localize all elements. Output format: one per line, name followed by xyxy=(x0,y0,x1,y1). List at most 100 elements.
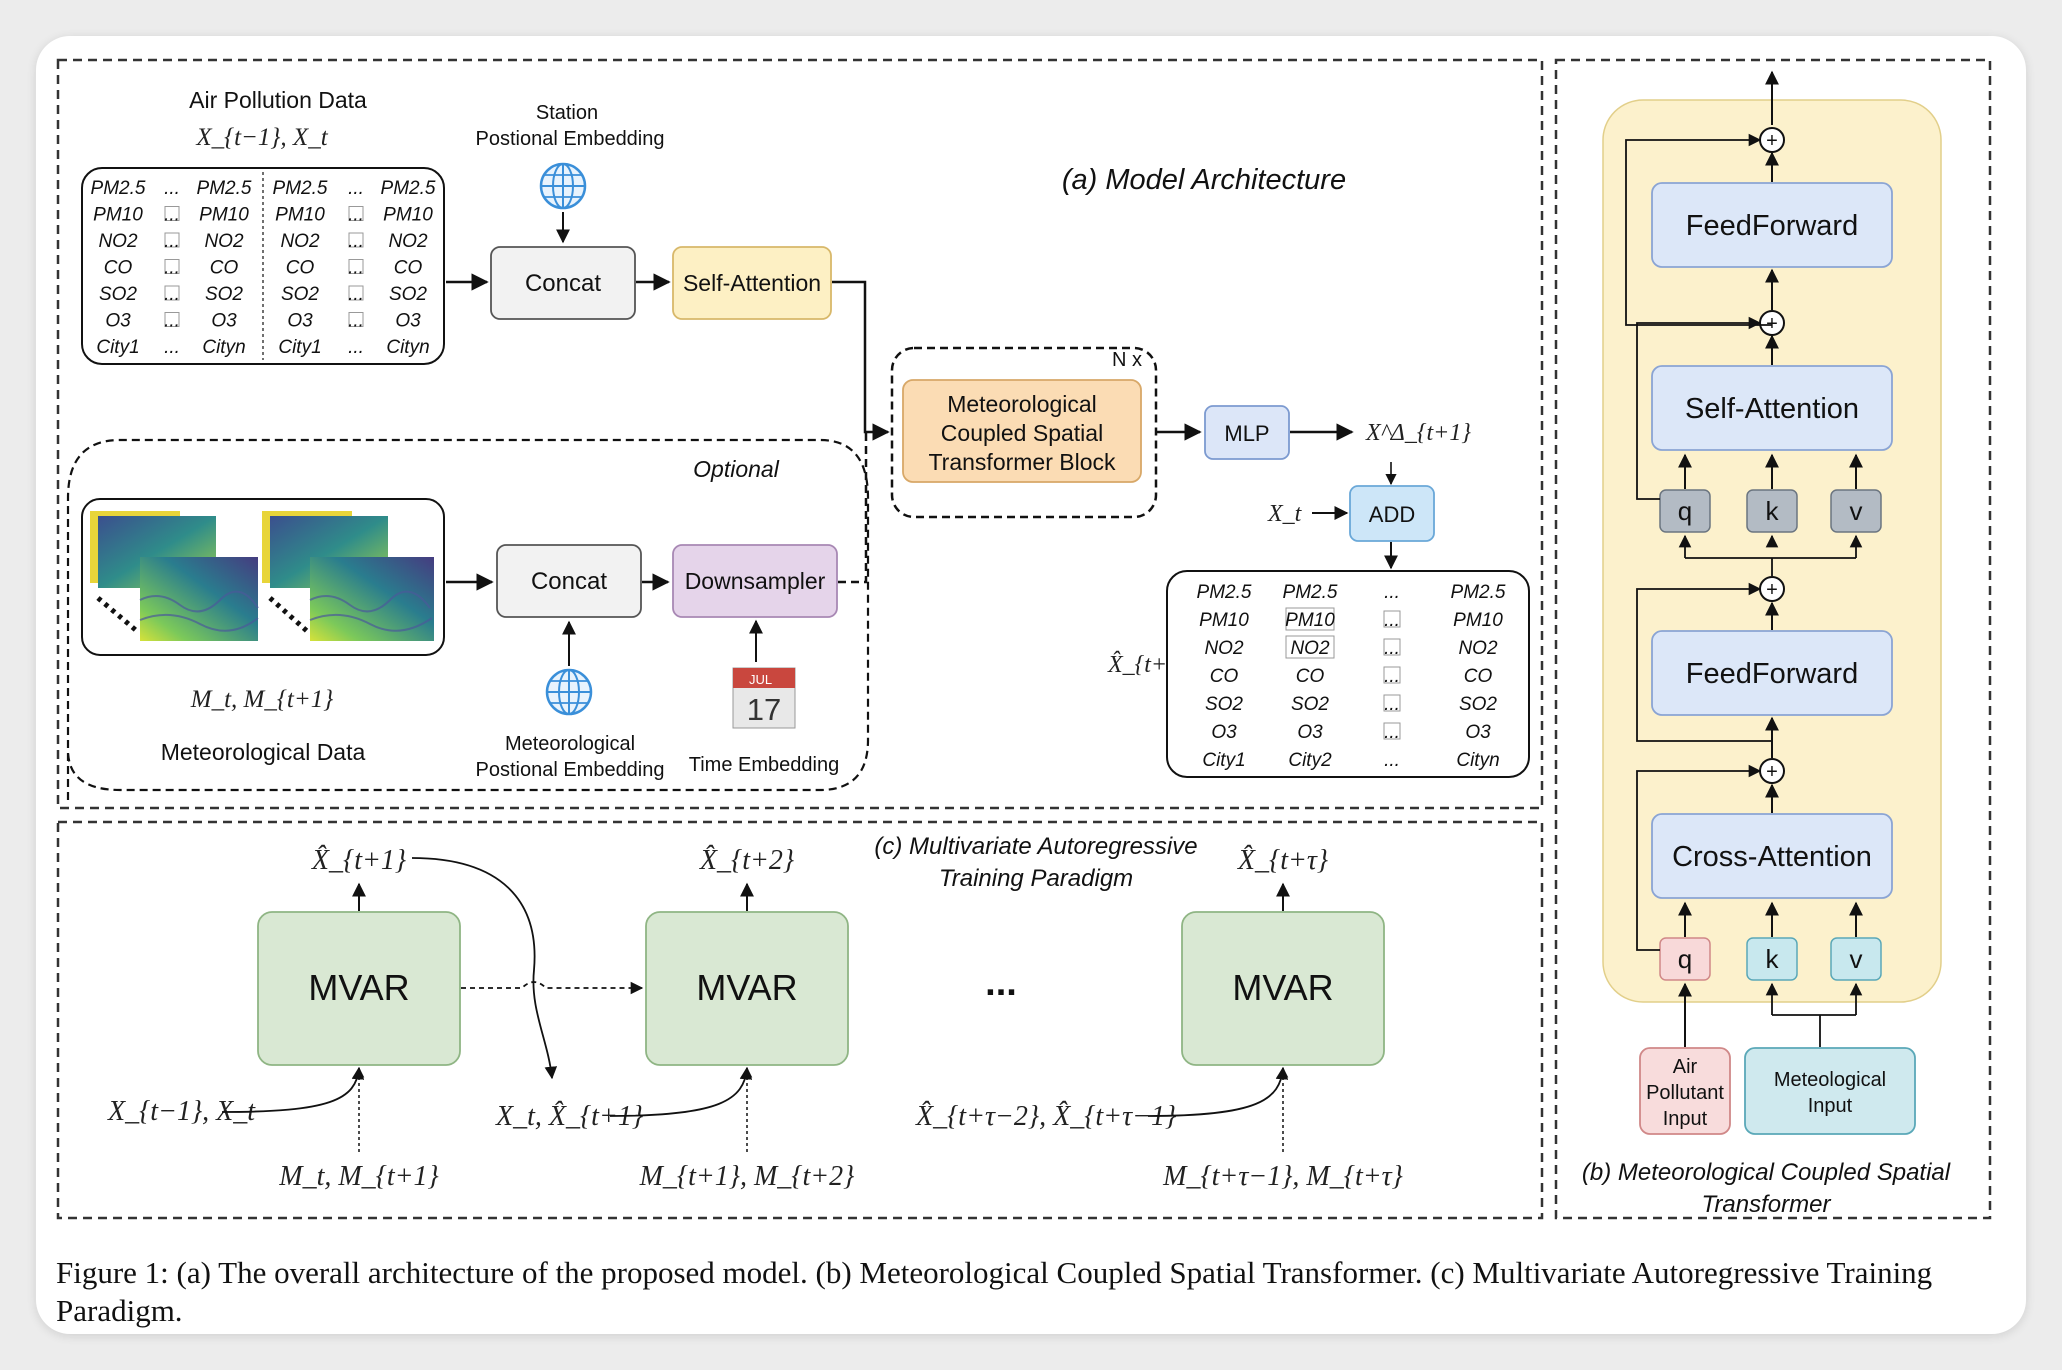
svg-text:+: + xyxy=(1766,579,1778,601)
calendar-icon: JUL 17 xyxy=(732,667,796,729)
table-cell: PM2.5 xyxy=(1283,582,1338,603)
table-ellipsis: ... xyxy=(1384,722,1400,743)
plus-node-4: + xyxy=(1759,758,1785,784)
table-cell: NO2 xyxy=(98,231,138,252)
met-math: M_t, M_{t+1} xyxy=(190,686,333,713)
self-attention-label: Self-Attention xyxy=(683,270,821,296)
mlp-box xyxy=(1204,405,1290,460)
plus-node-1: + xyxy=(1759,127,1785,153)
table-cell: PM2.5 xyxy=(381,178,436,199)
table-ellipsis: ... xyxy=(1384,610,1400,631)
calendar-month: JUL xyxy=(749,672,772,687)
feedforward-top-label: FeedForward xyxy=(1686,210,1858,242)
table-placeholder xyxy=(1383,722,1401,740)
v-gray-label: v xyxy=(1850,496,1863,526)
met-input-label-1: Meteological xyxy=(1774,1069,1886,1091)
table-ellipsis: ... xyxy=(348,311,364,332)
panel-c-title-1: (c) Multivariate Autoregressive xyxy=(874,833,1197,860)
air-input-label-1: Air xyxy=(1673,1056,1698,1078)
table-cell: City1 xyxy=(96,337,139,358)
mvar-box-1 xyxy=(257,911,461,1066)
calendar-day: 17 xyxy=(747,692,781,727)
table-cell: SO2 xyxy=(1291,694,1329,715)
x-delta-label: X^Δ_{t+1} xyxy=(1365,420,1471,446)
air-input-label-2: Pollutant xyxy=(1646,1082,1724,1104)
mvar-label-2: MVAR xyxy=(696,967,797,1008)
v-teal-label: v xyxy=(1850,944,1863,974)
concat-label-2: Concat xyxy=(531,568,607,595)
air-pollutant-input-box xyxy=(1639,1047,1731,1135)
table-ellipsis: ... xyxy=(348,337,364,358)
station-label-1: Station xyxy=(536,102,598,124)
table-cell: Cityn xyxy=(202,337,245,358)
table-cell: NO2 xyxy=(1290,638,1330,659)
air-input-label-3: Input xyxy=(1663,1108,1708,1130)
table-cell: City2 xyxy=(1288,750,1332,771)
table-ellipsis: ... xyxy=(348,178,364,199)
table-cell: PM2.5 xyxy=(197,178,252,199)
table-ellipsis: ... xyxy=(1384,582,1400,603)
table-cell: O3 xyxy=(1297,722,1323,743)
plus-node-2: + xyxy=(1759,310,1785,336)
table-cell: O3 xyxy=(105,311,131,332)
table-placeholder xyxy=(164,232,180,248)
output-label-2: X̂_{t+2} xyxy=(699,845,794,876)
v-gray-box xyxy=(1830,489,1882,533)
panel-a-title: (a) Model Architecture xyxy=(1062,164,1346,196)
downsampler-connector xyxy=(838,432,868,584)
x-t-label: X_t xyxy=(1267,501,1303,527)
mcst-label-3: Transformer Block xyxy=(928,449,1116,475)
met-input-label-2: Input xyxy=(1808,1095,1853,1117)
cross-attention-label: Cross-Attention xyxy=(1672,841,1872,873)
k-gray-box xyxy=(1746,489,1798,533)
table-cell: PM2.5 xyxy=(1451,582,1506,603)
ellipsis: ... xyxy=(985,962,1017,1004)
met-pos-label-2: Postional Embedding xyxy=(475,759,664,781)
panel-b-title-2: Transformer xyxy=(1702,1191,1832,1218)
svg-text:+: + xyxy=(1766,130,1778,152)
table-cell: CO xyxy=(1210,666,1239,687)
panel-c-border xyxy=(56,820,1544,1220)
feedback-curve xyxy=(411,857,558,1080)
met-label-1: M_t, M_{t+1} xyxy=(278,1161,439,1192)
time-embedding-label: Time Embedding xyxy=(689,754,839,776)
table-cell: CO xyxy=(1464,666,1493,687)
table-cell: O3 xyxy=(1211,722,1237,743)
output-label-3: X̂_{t+τ} xyxy=(1237,845,1328,876)
met-pos-label-1: Meteorological xyxy=(505,733,635,755)
concat-box-2 xyxy=(496,544,642,618)
table-cell: NO2 xyxy=(1458,638,1498,659)
table-cell: NO2 xyxy=(204,231,244,252)
table-cell: PM10 xyxy=(383,205,433,226)
optional-label: Optional xyxy=(693,456,780,482)
table-placeholder xyxy=(164,312,180,327)
add-box xyxy=(1349,485,1435,542)
feedforward-mid-box xyxy=(1651,630,1893,716)
mvar-box-2 xyxy=(645,911,849,1066)
table-cell: PM10 xyxy=(1453,610,1503,631)
table-ellipsis: ... xyxy=(164,284,180,305)
v-teal-box xyxy=(1830,937,1882,981)
table-cell: O3 xyxy=(395,311,421,332)
table-highlight xyxy=(1285,607,1335,631)
table-ellipsis: ... xyxy=(1384,694,1400,715)
table-cell: PM10 xyxy=(1285,610,1335,631)
table-ellipsis: ... xyxy=(348,205,364,226)
table-ellipsis: ... xyxy=(164,258,180,279)
table-placeholder xyxy=(1383,638,1401,656)
table-cell: PM2.5 xyxy=(273,178,328,199)
table-cell: PM10 xyxy=(275,205,325,226)
panel-b-self-attention-label: Self-Attention xyxy=(1685,393,1859,425)
q-pink-box xyxy=(1659,937,1711,981)
mcst-dashed-frame xyxy=(890,346,1158,519)
q-gray-box xyxy=(1659,489,1711,533)
mcst-label-2: Coupled Spatial xyxy=(941,420,1103,446)
k-teal-box xyxy=(1746,937,1798,981)
k-gray-label: k xyxy=(1766,496,1780,526)
table-ellipsis: ... xyxy=(1384,750,1400,771)
panel-b-border xyxy=(1554,58,1992,1220)
panel-b-self-attention-box xyxy=(1651,365,1893,451)
q-pink-label: q xyxy=(1678,944,1692,974)
